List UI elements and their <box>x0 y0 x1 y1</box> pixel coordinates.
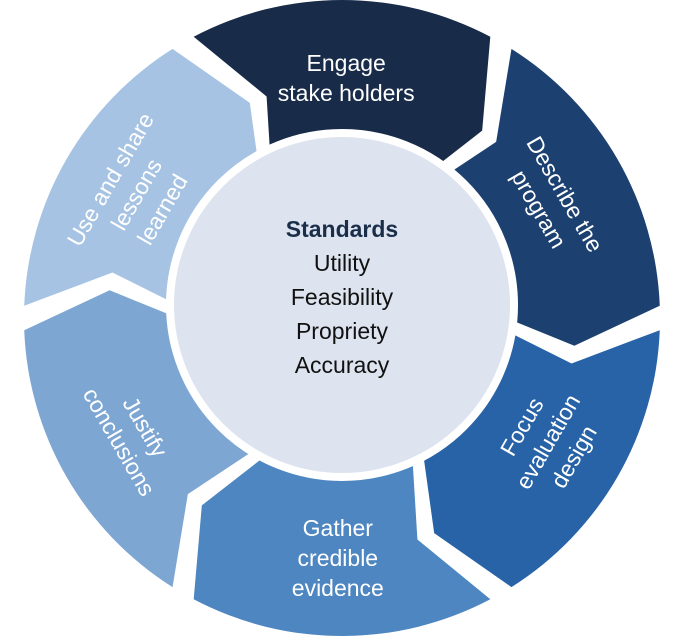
center-title: Standards <box>286 216 398 242</box>
segment-describe-program <box>421 48 660 346</box>
segment-gather-credible-evidence <box>193 450 491 636</box>
label-focus-evaluation-design: Focusevaluationdesign <box>484 375 611 509</box>
segment-engage-stakeholders <box>193 0 491 186</box>
center-item-accuracy: Accuracy <box>295 352 390 378</box>
label-engage-stakeholders: Engage stake holders <box>278 50 415 106</box>
center-item-feasibility: Feasibility <box>291 284 394 310</box>
label-gather-credible-evidence: Gather credible evidence <box>292 515 384 601</box>
segment-justify-conclusions <box>24 290 263 588</box>
center-hub: Standards Utility Feasibility Propriety … <box>166 129 518 481</box>
label-line: stake holders <box>278 80 415 106</box>
label-line: Engage <box>307 50 386 76</box>
label-line: Gather <box>303 515 374 541</box>
center-item-utility: Utility <box>314 250 371 276</box>
center-circle <box>166 129 518 481</box>
label-line: credible <box>298 545 379 571</box>
center-item-propriety: Propriety <box>296 318 389 344</box>
label-line: evidence <box>292 575 384 601</box>
